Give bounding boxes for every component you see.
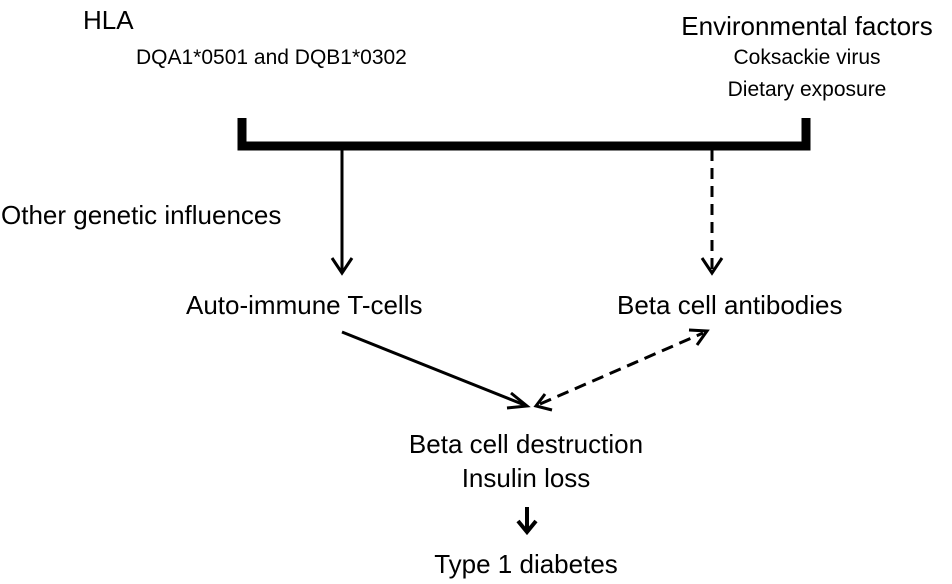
hla-title: HLA: [83, 5, 134, 35]
arrowhead-antibodies-up: [688, 328, 710, 346]
arrowhead-antibodies: [700, 257, 724, 276]
destruction-label: Beta cell destruction: [408, 429, 644, 459]
environment-item-dietary: Dietary exposure: [727, 78, 887, 101]
environment-title: Environmental factors: [681, 11, 933, 41]
arrowhead-destruction-left: [506, 391, 531, 410]
hla-alleles: DQA1*0501 and DQB1*0302: [136, 46, 407, 69]
environment-item-virus: Coksackie virus: [733, 46, 881, 69]
insulin-loss-label: Insulin loss: [461, 463, 591, 493]
arrowhead-t-cells: [330, 257, 354, 276]
outcome-label: Type 1 diabetes: [434, 549, 618, 579]
arrowhead-destruction-right: [533, 393, 553, 412]
dashed-arrow-destruction-antibodies: [539, 331, 704, 406]
antibodies-label: Beta cell antibodies: [617, 290, 843, 320]
t-cells-label: Auto-immune T-cells: [186, 290, 423, 320]
arrowhead-outcome: [516, 519, 538, 536]
other-genetic-label: Other genetic influences: [1, 200, 282, 230]
arrow-t-cells-to-destruction: [341, 330, 528, 408]
bracket-bar: [237, 118, 811, 151]
